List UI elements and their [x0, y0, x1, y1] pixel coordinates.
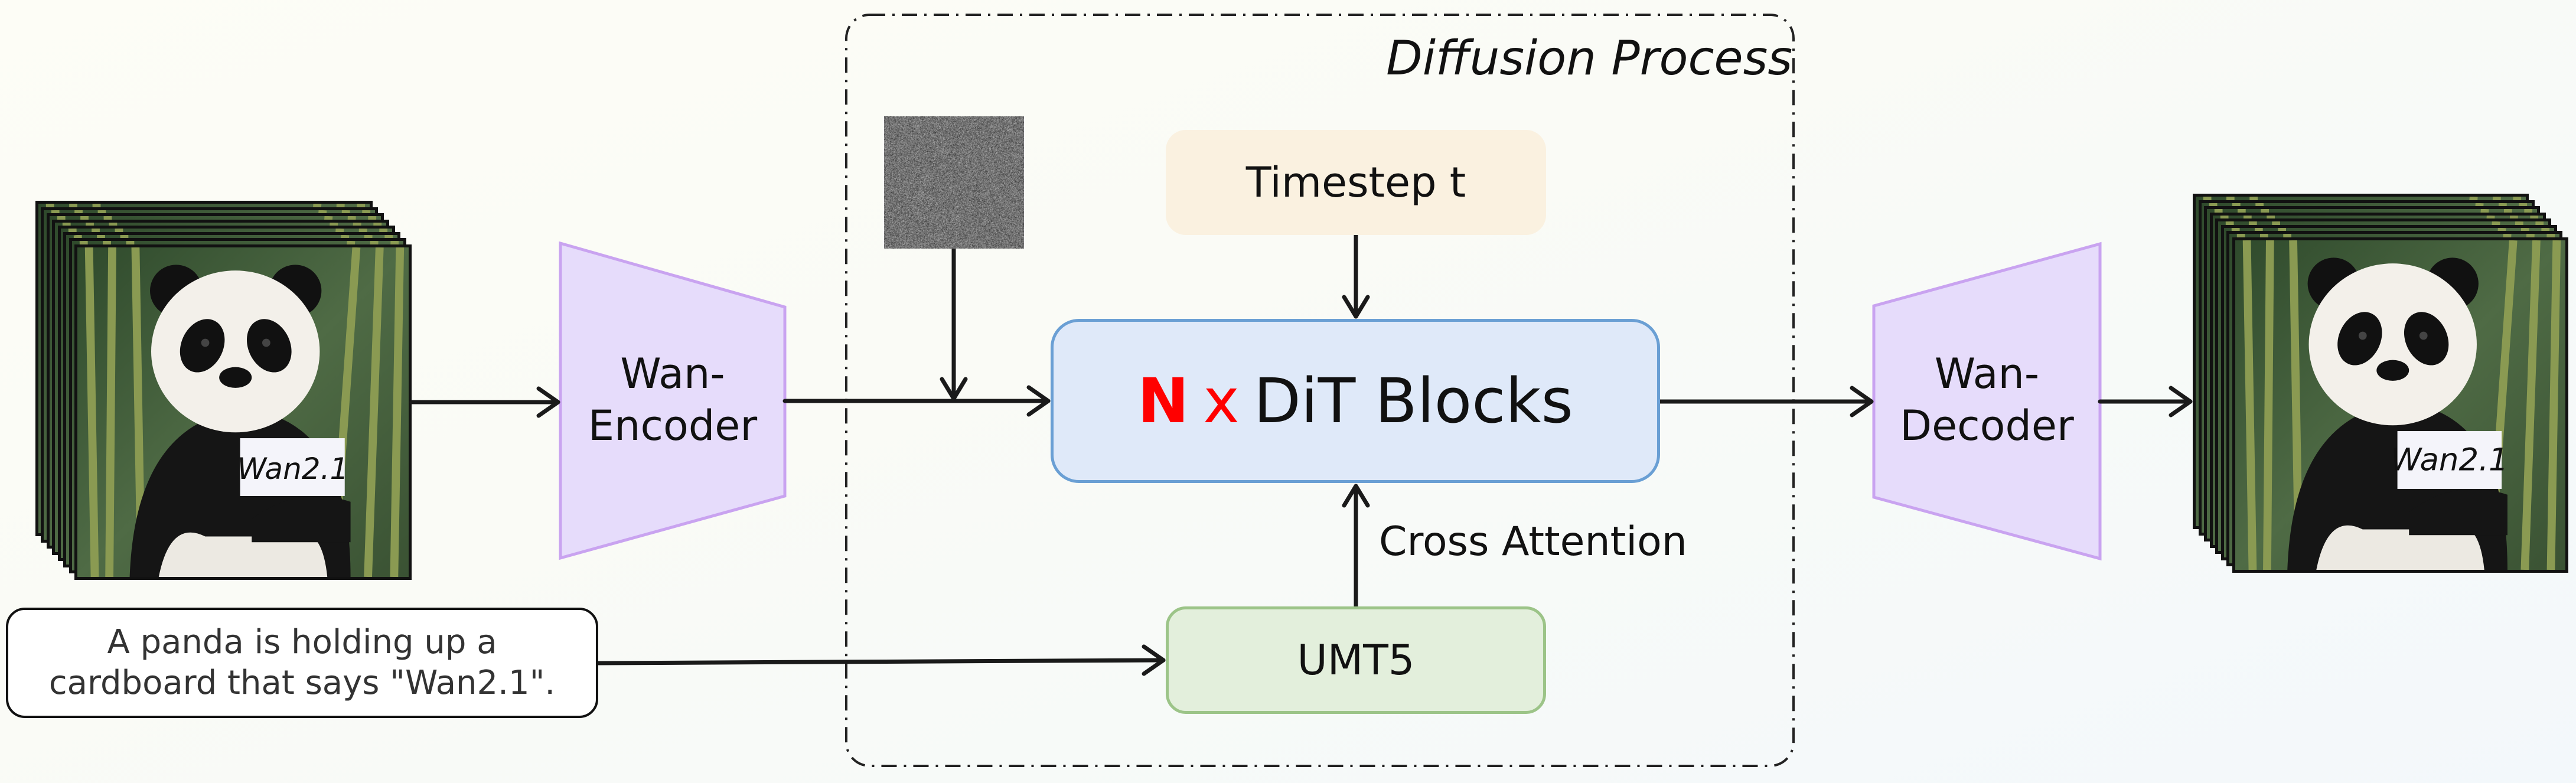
encoder-label-line1: Wan- [560, 348, 785, 400]
prompt-line2: cardboard that says "Wan2.1". [49, 663, 555, 703]
prompt-line1: A panda is holding up a [107, 622, 497, 663]
arrow-prompt-to-umt5 [598, 660, 1163, 663]
wan-encoder: Wan- Encoder [560, 348, 785, 452]
timestep-label: Timestep t [1246, 158, 1466, 207]
wan-decoder: Wan- Decoder [1874, 348, 2100, 452]
text-prompt-box: A panda is holding up a cardboard that s… [6, 608, 598, 718]
decoder-label-line2: Decoder [1874, 400, 2100, 452]
dit-count-n: N [1137, 365, 1189, 437]
dit-label: DiT Blocks [1254, 365, 1573, 437]
timestep-node: Timestep t [1166, 130, 1546, 235]
umt5-label: UMT5 [1297, 636, 1415, 684]
umt5-node: UMT5 [1166, 606, 1546, 714]
cross-attention-label: Cross Attention [1379, 518, 1687, 565]
input-sign-text: Wan2.1 [240, 439, 346, 498]
gaussian-noise-icon [884, 116, 1024, 249]
diffusion-process-title: Diffusion Process [1358, 31, 1792, 86]
dit-multiplier-x: x [1203, 365, 1240, 437]
dit-blocks-node: N x DiT Blocks [1051, 319, 1660, 483]
encoder-label-line2: Encoder [560, 400, 785, 452]
decoder-label-line1: Wan- [1874, 348, 2100, 400]
